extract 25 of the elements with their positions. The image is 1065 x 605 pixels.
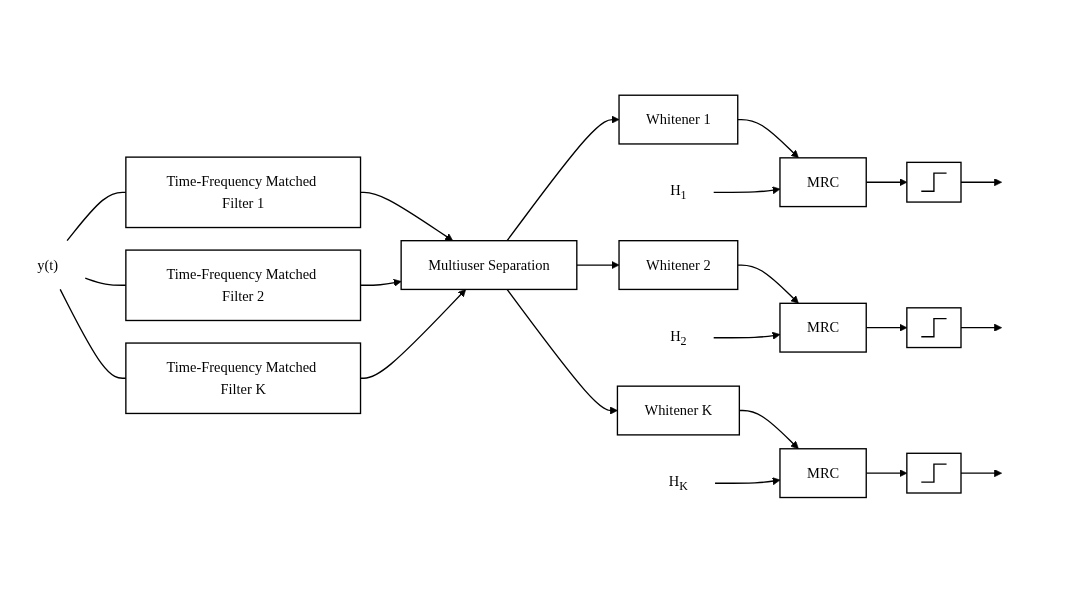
- decision-device-box: [905, 452, 962, 495]
- process-box: MRC: [778, 157, 867, 208]
- process-box: MRC: [778, 448, 867, 499]
- process-box: Multiuser Separation: [399, 240, 577, 291]
- arrow: [865, 178, 907, 187]
- process-box: Time-Frequency Matched Filter 1: [124, 156, 361, 229]
- arrow: [865, 324, 907, 332]
- decision-device-box: [905, 307, 962, 349]
- decision-device-box: [905, 162, 962, 204]
- arrow: [712, 332, 780, 340]
- signal-label: H$_{1}$: [669, 183, 687, 203]
- arrow: [865, 469, 907, 478]
- process-box: Whitener 2: [617, 240, 738, 291]
- arrow: [712, 186, 780, 195]
- signal-label: y(t): [36, 257, 58, 273]
- signal-label: H$_{K}$: [668, 474, 688, 494]
- process-box: Time-Frequency Matched Filter K: [124, 342, 361, 415]
- process-box: MRC: [778, 303, 867, 354]
- signal-label: H$_{2}$: [669, 328, 687, 348]
- process-box: Time-Frequency Matched Filter 2: [124, 249, 361, 322]
- process-box: Whitener 1: [617, 94, 738, 145]
- arrow: [505, 116, 619, 242]
- arrow: [738, 410, 799, 450]
- process-box: Whitener K: [616, 385, 740, 436]
- arrow: [713, 477, 780, 486]
